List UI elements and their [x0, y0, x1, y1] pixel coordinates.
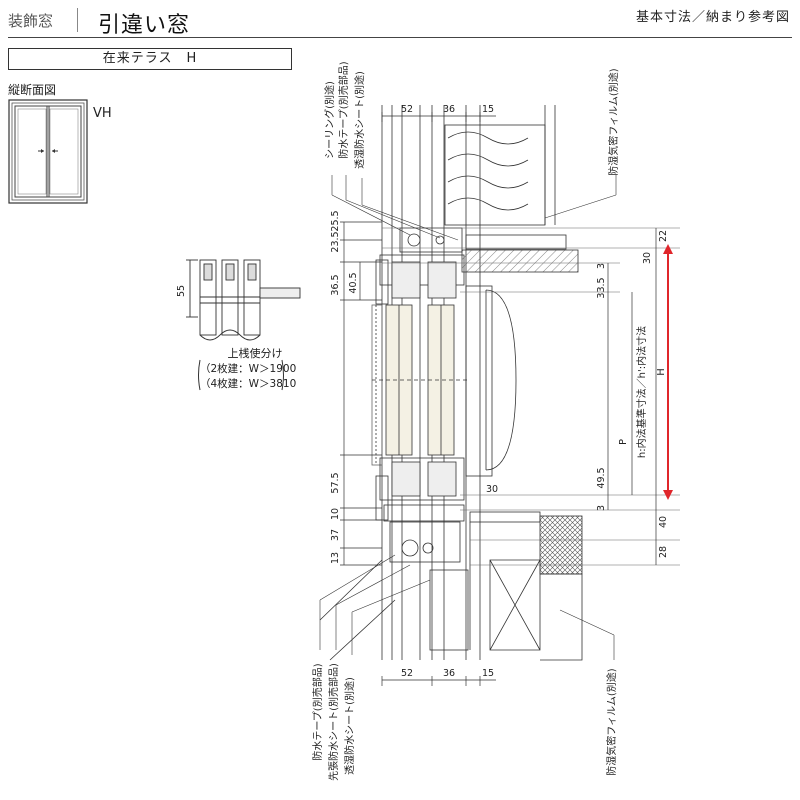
header-rule — [8, 37, 792, 38]
right-dim-2: 30 — [642, 252, 653, 264]
bottom-dim-2: 36 — [443, 668, 455, 679]
view-label: 縦断面図 — [8, 83, 57, 97]
left-dim-4: 40.5 — [348, 272, 359, 293]
left-dim-8: 13 — [330, 552, 341, 564]
callout-pre-waterproof-sheet: 先張防水シート(別売部品) — [327, 663, 340, 781]
callout-vapor-film-bottom: 防湿気密フィルム(別途) — [605, 668, 618, 776]
mullion-note-line2: （4枚建：W＞3810 — [200, 378, 297, 390]
left-dim-2: 25.5 — [330, 210, 341, 231]
top-dim-1: 52 — [401, 104, 413, 115]
sill-dim: 30 — [486, 484, 498, 495]
callout-vapor-film-top: 防湿気密フィルム(別途) — [607, 68, 620, 176]
mullion-dim: 55 — [176, 285, 187, 297]
callout-breathable-sheet-top: 透湿防水シート(別途) — [353, 71, 366, 169]
callout-waterproof-tape-bottom: 防水テープ(別売部品) — [311, 663, 324, 760]
callout-breathable-sheet-bottom: 透湿防水シート(別途) — [343, 677, 356, 775]
inner-dim-1: 33.5 — [596, 277, 607, 298]
inner-dim-2: 3 — [596, 263, 607, 269]
title-divider — [77, 8, 78, 32]
top-dim-2: 36 — [443, 104, 455, 115]
P-label: P — [618, 439, 629, 445]
left-dim-1: 23.5 — [330, 231, 341, 252]
left-dim-5: 57.5 — [330, 472, 341, 493]
window-elevation-icon — [8, 99, 88, 204]
inner-dim-3: 49.5 — [596, 467, 607, 488]
type-code: VH — [93, 106, 112, 121]
mullion-note-title: 上桟使分け — [227, 347, 283, 360]
mullion-note-line1: （2枚建：W＞1900 — [200, 363, 297, 375]
callout-sealing: シーリング(別途) — [323, 81, 336, 159]
callout-waterproof-tape-top: 防水テープ(別売部品) — [337, 61, 350, 158]
h-note: h:内法基準寸法／h':内法寸法 — [635, 326, 648, 458]
left-dim-6: 10 — [330, 508, 341, 520]
bottom-dim-1: 52 — [401, 668, 413, 679]
page-subtitle: 基本寸法／納まり参考図 — [635, 10, 790, 25]
mullion-detail: 55 — [176, 259, 301, 341]
left-dim-7: 37 — [330, 529, 341, 541]
left-dim-3: 36.5 — [330, 274, 341, 295]
bottom-dim-3: 15 — [482, 668, 494, 679]
spec-box: 在来テラス H — [8, 48, 292, 70]
right-dim-1: 22 — [658, 230, 669, 242]
right-dim-4: 28 — [658, 546, 669, 558]
inner-dim-4: 3 — [596, 505, 607, 511]
category-label: 装飾窓 — [8, 12, 54, 30]
mullion-note-bracket — [198, 359, 284, 391]
top-dim-3: 15 — [482, 104, 494, 115]
page-title: 引違い窓 — [98, 13, 191, 38]
H-label: H — [656, 368, 667, 376]
right-dim-3: 40 — [658, 516, 669, 528]
